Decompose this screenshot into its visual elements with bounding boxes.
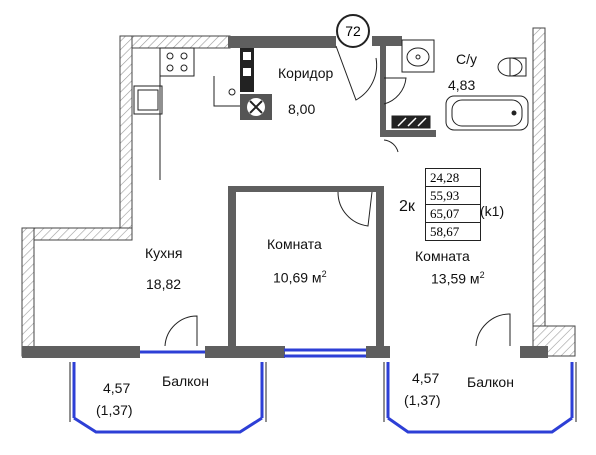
balcony1-area: 4,57 [103,380,131,396]
corridor-label: Коридор [278,65,334,81]
room2-area-sup: 2 [479,270,485,280]
balcony1-label: Балкон [162,373,209,389]
kitchen-fixtures [133,47,195,180]
windows [72,348,574,434]
interior-walls [22,36,548,358]
apartment-type: 2к [399,198,415,215]
unit-number-badge: 72 [336,14,370,48]
balcony-rails [69,362,577,422]
area-summary-table: 24,28 55,93 65,07 58,67 [425,168,481,241]
room2-area: 13,59 м2 [431,271,485,286]
room1-area-sup: 2 [321,269,327,279]
area-row-living: 24,28 [426,169,480,187]
area-row-with-balcony: 65,07 [426,205,480,223]
exterior-walls [21,27,576,357]
bathroom-label: С/у [456,51,477,67]
bathroom-area: 4,83 [448,77,476,93]
area-row-reduced: 58,67 [430,224,460,239]
room1-label: Комната [267,236,322,252]
kitchen-area: 18,82 [146,276,182,292]
vent-shaft [213,48,272,120]
room2-label: Комната [415,248,470,264]
coefficient-label: (k1) [480,203,505,219]
room1-area: 10,69 м2 [273,270,327,285]
corridor-area: 8,00 [288,101,316,117]
balcony2-area: 4,57 [412,370,440,386]
doors [164,45,511,347]
room1-area-value: 10,69 м [273,269,322,286]
balcony2-label: Балкон [467,374,514,390]
area-row-total: 55,93 [426,187,480,205]
balcony1-reduced: (1,37) [96,402,133,418]
kitchen-label: Кухня [145,245,183,261]
bathroom-fixtures [391,39,529,131]
balcony2-reduced: (1,37) [404,392,441,408]
room2-area-value: 13,59 м [431,270,480,287]
